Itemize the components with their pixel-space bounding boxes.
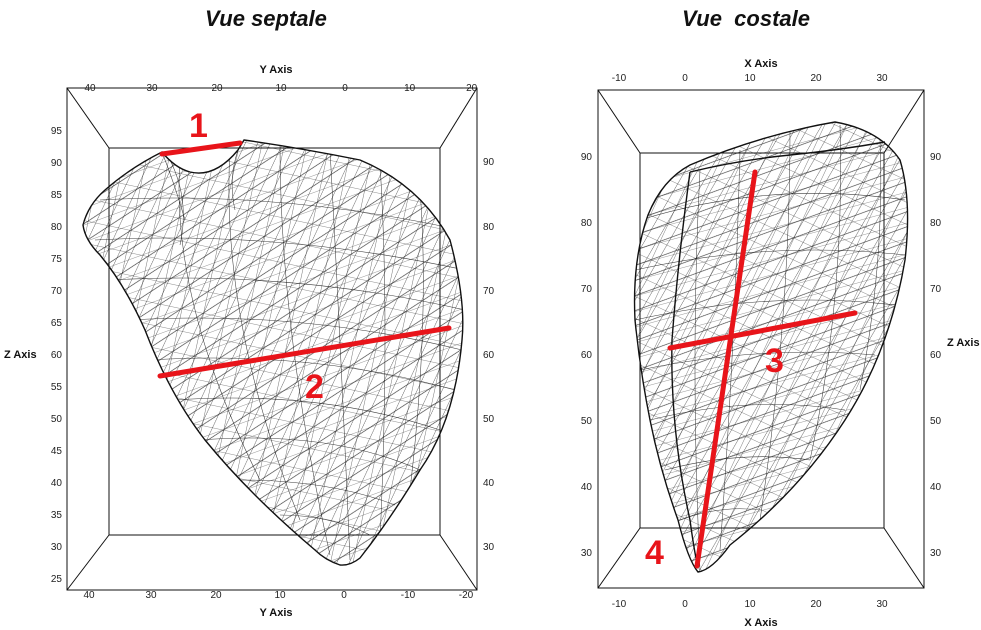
septal-left-tick: 90 [51, 158, 63, 169]
septal-top-tick: 0 [342, 83, 348, 94]
costal-bottom-tick: 20 [810, 599, 822, 610]
septal-right-tick: 70 [483, 286, 495, 297]
costal-outer-frame [597, 89, 925, 589]
septal-left-tick: 50 [51, 414, 63, 425]
costal-right-tick: 70 [930, 284, 942, 295]
septal-left-tick: 75 [51, 254, 63, 265]
costal-left-tick: 80 [581, 218, 593, 229]
marker-label-4: 4 [645, 534, 664, 572]
septal-corner-line [66, 534, 110, 591]
costal-top-tick: 0 [682, 73, 688, 84]
septal-left-tick: 35 [51, 510, 63, 521]
costal-left-tick: 50 [581, 416, 593, 427]
septal-left-tick: 30 [51, 542, 63, 553]
septal-right-tick: 40 [483, 478, 495, 489]
septal-side-axis-label: Z Axis [4, 349, 37, 361]
septal-left-tick: 55 [51, 382, 63, 393]
septal-left-tick: 85 [51, 190, 63, 201]
septal-bottom-tick: 30 [145, 590, 157, 601]
septal-outer-frame [66, 87, 478, 591]
septal-bottom-axis-label: Y Axis [259, 607, 292, 619]
septal-top-tick: -20 [463, 83, 478, 94]
costal-right-tick: 50 [930, 416, 942, 427]
septal-left-tick: 45 [51, 446, 63, 457]
septal-left-tick: 70 [51, 286, 63, 297]
septal-right-tick: 60 [483, 350, 495, 361]
septal-top-axis-label: Y Axis [259, 64, 292, 76]
septal-top-tick: 20 [211, 83, 223, 94]
costal-left-tick: 60 [581, 350, 593, 361]
measurement-line-4 [694, 169, 758, 569]
septal-corner-line [439, 534, 478, 591]
septal-right-tick: 90 [483, 157, 495, 168]
costal-corner-line [883, 89, 925, 154]
septal-bottom-tick: 40 [83, 590, 95, 601]
costal-left-tick: 70 [581, 284, 593, 295]
costal-left-tick: 90 [581, 152, 593, 163]
costal-right-tick: 90 [930, 152, 942, 163]
septal-right-tick: 80 [483, 222, 495, 233]
costal-panel: X Axis X Axis Z Axis -10 0 10 20 30 -10 … [581, 58, 980, 629]
costal-left-tick: 40 [581, 482, 593, 493]
septal-left-tick: 25 [51, 574, 63, 585]
measurement-line-3 [667, 310, 858, 351]
costal-right-tick: 30 [930, 548, 942, 559]
costal-left-tick: 30 [581, 548, 593, 559]
septal-top-tick: 10 [275, 83, 287, 94]
measurement-line-1 [159, 140, 243, 157]
marker-label-2: 2 [305, 368, 324, 406]
septal-top-tick: -10 [401, 83, 416, 94]
costal-top-tick: -10 [612, 73, 627, 84]
marker-label-1: 1 [189, 107, 208, 145]
septal-left-tick: 65 [51, 318, 63, 329]
costal-heart-mesh [633, 121, 909, 573]
septal-top-tick: 40 [84, 83, 96, 94]
costal-top-tick: 30 [876, 73, 888, 84]
septal-bottom-tick: 0 [341, 590, 347, 601]
costal-bottom-tick: 10 [744, 599, 756, 610]
marker-label-3: 3 [765, 342, 784, 380]
costal-top-tick: 20 [810, 73, 822, 84]
costal-top-axis-label: X Axis [744, 58, 777, 70]
costal-right-tick: 40 [930, 482, 942, 493]
costal-bottom-tick: 30 [876, 599, 888, 610]
costal-corner-line [597, 527, 641, 589]
costal-side-axis-label: Z Axis [947, 337, 980, 349]
costal-right-tick: 80 [930, 218, 942, 229]
septal-left-tick: 40 [51, 478, 63, 489]
septal-panel: Y Axis Y Axis Z Axis 40 30 20 10 0 -10 -… [4, 64, 495, 619]
costal-bottom-tick: 0 [682, 599, 688, 610]
septal-corner-line [439, 87, 478, 149]
costal-corner-line [883, 527, 925, 589]
septal-corner-line [66, 87, 110, 149]
costal-top-tick: 10 [744, 73, 756, 84]
costal-bottom-tick: -10 [612, 599, 627, 610]
septal-bottom-tick: -10 [401, 590, 416, 601]
septal-heart-mesh [82, 139, 464, 566]
septal-top-tick: 30 [146, 83, 158, 94]
septal-left-tick: 80 [51, 222, 63, 233]
measurement-line-2 [157, 325, 452, 379]
septal-right-tick: 30 [483, 542, 495, 553]
septal-left-tick: 95 [51, 126, 63, 137]
view-title-septal: Vue septale [205, 6, 327, 31]
septal-bottom-tick: 10 [274, 590, 286, 601]
view-title-costal: Vue costale [682, 6, 810, 31]
septal-right-tick: 50 [483, 414, 495, 425]
septal-left-tick: 60 [51, 350, 63, 361]
septal-bottom-tick: 20 [210, 590, 222, 601]
costal-corner-line [597, 89, 641, 154]
septal-bottom-tick: -20 [459, 590, 474, 601]
costal-right-tick: 60 [930, 350, 942, 361]
costal-bottom-axis-label: X Axis [744, 617, 777, 629]
